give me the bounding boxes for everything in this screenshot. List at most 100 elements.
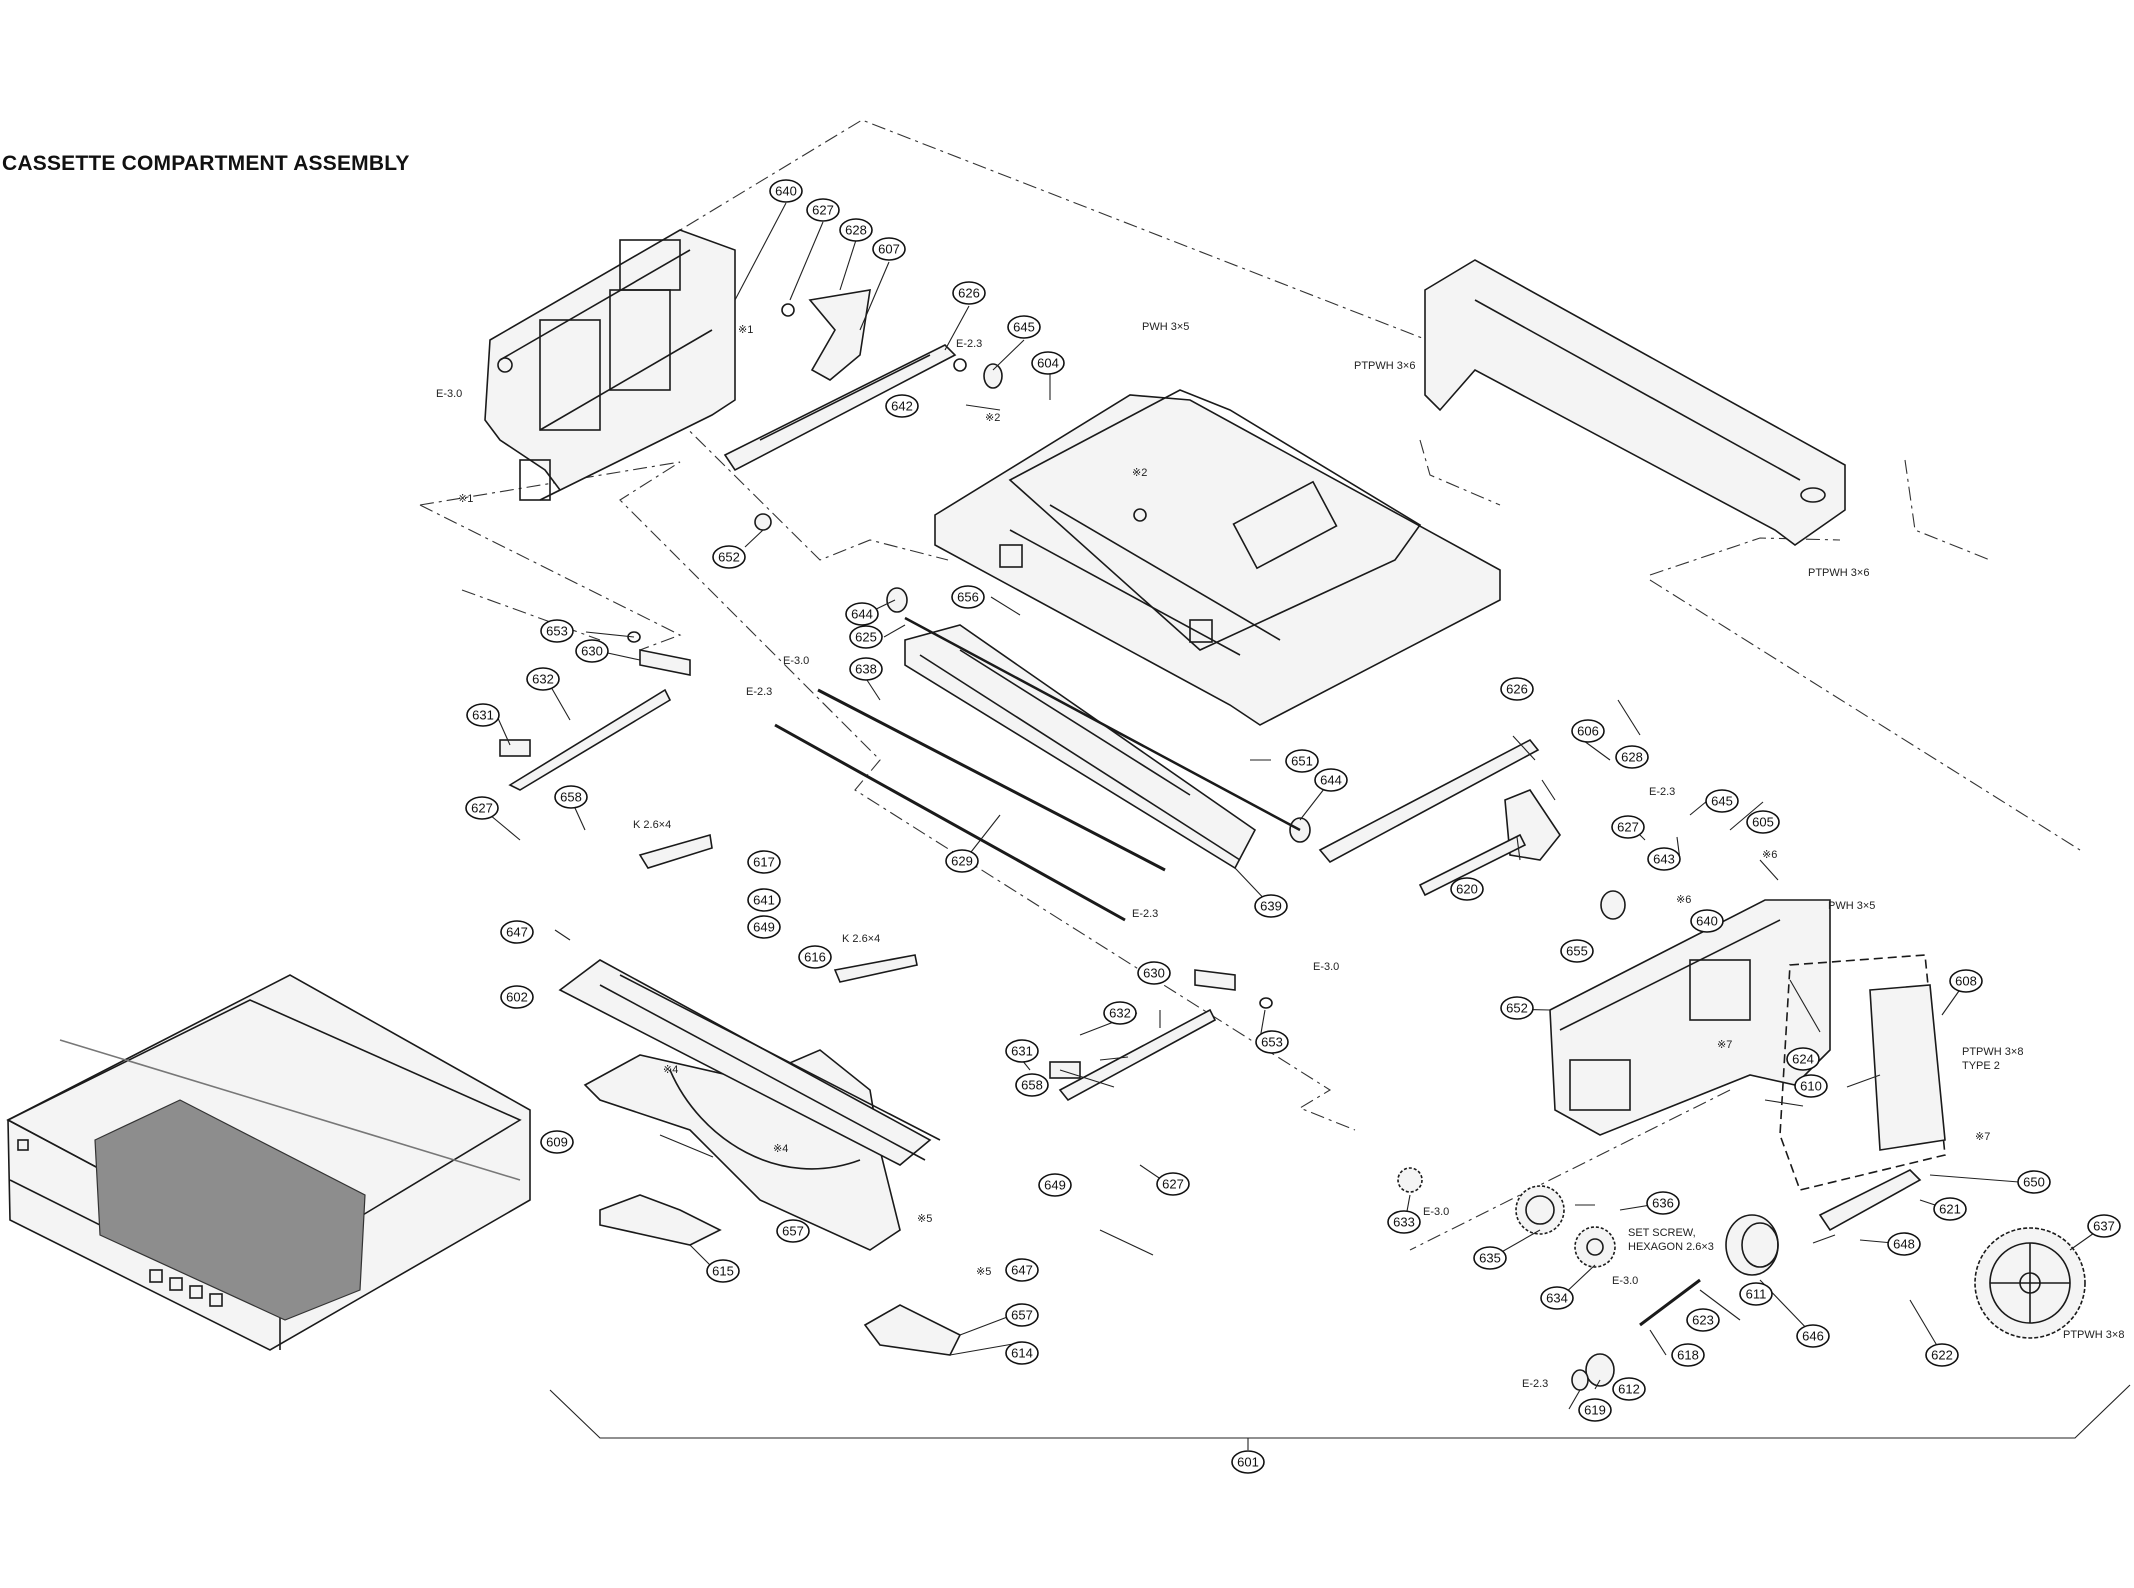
callout-651: 651 [1285,749,1319,773]
right-side-assembly [1318,738,1946,1232]
svg-text:628: 628 [845,223,867,238]
svg-text:629: 629 [951,854,973,869]
callout-612: 612 [1612,1377,1646,1401]
callout-656: 656 [951,585,985,609]
callout-646: 646 [1796,1324,1830,1348]
svg-text:653: 653 [546,624,568,639]
svg-text:PTPWH 3×6: PTPWH 3×6 [1808,567,1869,579]
svg-text:657: 657 [1011,1308,1033,1323]
callout-618: 618 [1671,1343,1705,1367]
callout-626a: 626 [952,281,986,305]
callout-611: 611 [1739,1282,1773,1306]
callout-614: 614 [1005,1341,1039,1365]
svg-text:658: 658 [1021,1078,1043,1093]
svg-text:※7: ※7 [1975,1131,1990,1143]
arm-assemblies [499,631,1273,1102]
callout-645b: 645 [1705,789,1739,813]
callout-601: 601 [1231,1450,1265,1474]
svg-text:635: 635 [1479,1251,1501,1266]
svg-text:656: 656 [957,590,979,605]
svg-text:649: 649 [1044,1178,1066,1193]
svg-text:608: 608 [1955,974,1977,989]
svg-text:E-3.0: E-3.0 [1423,1206,1449,1218]
svg-text:※7: ※7 [1717,1039,1732,1051]
svg-text:631: 631 [1011,1044,1033,1059]
top-chassis-plate [934,389,1501,726]
callout-621: 621 [1933,1197,1967,1221]
callout-640b: 640 [1690,909,1724,933]
svg-text:657: 657 [782,1224,804,1239]
svg-text:647: 647 [506,925,528,940]
callout-630b: 630 [1137,961,1171,985]
svg-text:627: 627 [1162,1177,1184,1192]
callout-649b: 649 [1038,1173,1072,1197]
callout-635: 635 [1473,1246,1507,1270]
svg-text:617: 617 [753,855,775,870]
callout-647b: 647 [1005,1258,1039,1282]
rack-gear-upper [723,289,1003,531]
svg-text:644: 644 [851,607,873,622]
svg-text:621: 621 [1939,1202,1961,1217]
callout-627a: 627 [806,198,840,222]
svg-text:637: 637 [2093,1219,2115,1234]
gears [1397,1167,2086,1391]
svg-text:625: 625 [855,630,877,645]
svg-text:636: 636 [1652,1196,1674,1211]
callout-627c: 627 [1156,1172,1190,1196]
callout-658b: 658 [1015,1073,1049,1097]
svg-text:606: 606 [1577,724,1599,739]
svg-text:K 2.6×4: K 2.6×4 [633,819,671,831]
svg-text:655: 655 [1566,944,1588,959]
svg-text:※6: ※6 [1676,894,1691,906]
callout-617: 617 [747,850,781,874]
svg-text:※5: ※5 [917,1213,932,1225]
svg-text:626: 626 [958,286,980,301]
svg-text:601: 601 [1237,1455,1259,1470]
callout-610: 610 [1794,1074,1828,1098]
callout-637: 637 [2087,1214,2121,1238]
callout-647a: 647 [500,920,534,944]
svg-text:PTPWH 3×8: PTPWH 3×8 [2063,1329,2124,1341]
svg-text:※4: ※4 [663,1064,678,1076]
top-right-bracket [1424,259,1846,546]
callout-608: 608 [1949,969,1983,993]
svg-text:630: 630 [1143,966,1165,981]
vcr-location-thumbnail [6,974,531,1351]
svg-text:644: 644 [1320,773,1342,788]
callout-609: 609 [540,1130,574,1154]
svg-text:639: 639 [1260,899,1282,914]
svg-text:604: 604 [1037,356,1059,371]
svg-text:※2: ※2 [1132,467,1147,479]
callout-644a: 644 [845,602,879,626]
callout-620: 620 [1450,877,1484,901]
svg-text:618: 618 [1677,1348,1699,1363]
callout-623: 623 [1686,1308,1720,1332]
callout-632b: 632 [1103,1001,1137,1025]
svg-text:※1: ※1 [458,493,473,505]
callout-615: 615 [706,1259,740,1283]
callout-644b: 644 [1314,768,1348,792]
svg-text:619: 619 [1584,1403,1606,1418]
svg-text:641: 641 [753,893,775,908]
shafts [774,616,1301,922]
part-callouts: 601 602 604 605 606 607 608 609 610 611 … [465,179,2121,1474]
callout-636: 636 [1646,1191,1680,1215]
callout-631b: 631 [1005,1039,1039,1063]
svg-text:E-2.3: E-2.3 [1522,1378,1548,1390]
svg-text:650: 650 [2023,1175,2045,1190]
hardware-notes: E-3.0 E-2.3 PWH 3×5 PTPWH 3×6 PTPWH 3×6 … [436,321,2124,1390]
svg-text:626: 626 [1506,682,1528,697]
callout-657b: 657 [1005,1303,1039,1327]
callout-630a: 630 [575,639,609,663]
svg-text:E-2.3: E-2.3 [1649,786,1675,798]
svg-text:658: 658 [560,790,582,805]
svg-text:642: 642 [891,399,913,414]
svg-text:627: 627 [471,801,493,816]
callout-625: 625 [849,625,883,649]
svg-text:E-2.3: E-2.3 [1132,908,1158,920]
svg-text:651: 651 [1291,754,1313,769]
svg-text:640: 640 [775,184,797,199]
callout-645a: 645 [1007,315,1041,339]
svg-text:E-3.0: E-3.0 [783,655,809,667]
